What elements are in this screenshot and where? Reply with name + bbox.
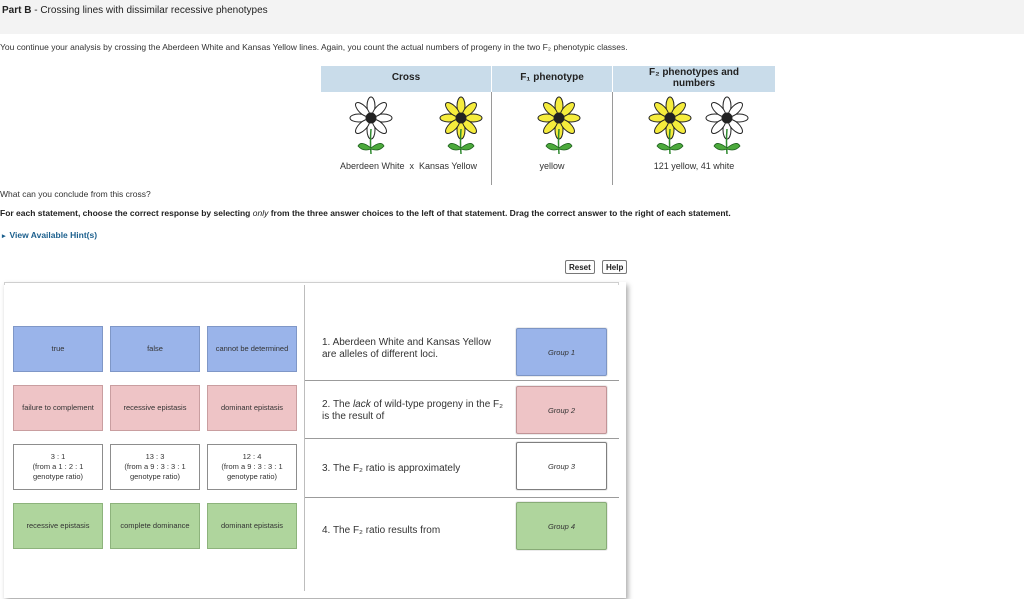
question-text: What can you conclude from this cross?	[0, 189, 151, 199]
cross-table: Cross F₁ phenotype F₂ phenotypes and num…	[321, 66, 775, 186]
f1-value: yellow	[539, 161, 565, 171]
header-f2-line1: F₂ phenotypes and	[648, 67, 739, 78]
choice-ratio-12-4[interactable]: 12 : 4 (from a 9 : 3 : 3 : 1 genotype ra…	[207, 444, 297, 490]
instructions-text: For each statement, choose the correct r…	[0, 208, 731, 218]
choice-true[interactable]: true	[13, 326, 103, 372]
instructions-emph: only	[252, 208, 269, 218]
header-cross: Cross	[321, 66, 491, 92]
yellow-daisy-icon	[537, 96, 581, 155]
chevron-right-icon: ▸	[2, 233, 6, 240]
part-title: - Crossing lines with dissimilar recessi…	[31, 5, 268, 16]
ratio-source: (from a 9 : 3 : 3 : 1	[124, 462, 186, 471]
ratio-source: (from a 1 : 2 : 1	[32, 462, 84, 471]
help-button[interactable]: Help	[602, 260, 628, 274]
choice-dominant-epistasis[interactable]: dominant epistasis	[207, 385, 297, 431]
ratio-note: genotype ratio)	[129, 472, 181, 481]
parent2-label: Kansas Yellow	[419, 161, 478, 171]
ratio-note: genotype ratio)	[32, 472, 84, 481]
yellow-daisy-icon	[439, 96, 483, 155]
ratio-note: genotype ratio)	[226, 472, 278, 481]
part-header: Part B - Crossing lines with dissimilar …	[0, 0, 1024, 34]
intro-text: You continue your analysis by crossing t…	[0, 42, 628, 52]
col-divider	[491, 92, 492, 185]
header-f1: F₁ phenotype	[492, 66, 612, 92]
white-daisy-icon	[705, 96, 749, 155]
view-hints-link[interactable]: ▸View Available Hint(s)	[2, 230, 97, 240]
statement-1: 1. Aberdeen White and Kansas Yellow are …	[322, 337, 492, 360]
part-prefix: Part B	[2, 5, 32, 16]
hint-label: View Available Hint(s)	[9, 230, 98, 240]
drop-target-group-4[interactable]: Group 4	[516, 502, 607, 550]
choice-recessive-epistasis[interactable]: recessive epistasis	[110, 385, 200, 431]
row-divider	[305, 380, 619, 381]
reset-button[interactable]: Reset	[565, 260, 595, 274]
choice-ratio-3-1[interactable]: 3 : 1 (from a 1 : 2 : 1 genotype ratio)	[13, 444, 103, 490]
choice-cannot-be-determined[interactable]: cannot be determined	[207, 326, 297, 372]
statement-3: 3. The F₂ ratio is approximately	[322, 463, 461, 474]
statement-2-a: 2. The	[322, 399, 353, 410]
row-divider	[305, 438, 619, 439]
yellow-daisy-icon	[648, 96, 692, 155]
white-daisy-icon	[349, 96, 393, 155]
instructions-part1: For each statement, choose the correct r…	[0, 208, 253, 218]
choice-false[interactable]: false	[110, 326, 200, 372]
statement-4: 4. The F₂ ratio results from	[322, 525, 441, 536]
choice-complete-dominance[interactable]: complete dominance	[110, 503, 200, 549]
choice-ratio-13-3[interactable]: 13 : 3 (from a 9 : 3 : 3 : 1 genotype ra…	[110, 444, 200, 490]
statement-2-c: of wild-type progeny in the F₂ is the re…	[322, 399, 504, 422]
col-divider	[612, 92, 613, 185]
cross-caption: Aberdeen White x Kansas Yellow	[321, 161, 496, 171]
choice-dominant-epistasis-2[interactable]: dominant epistasis	[207, 503, 297, 549]
ratio-value: 13 : 3	[145, 452, 165, 461]
drop-target-group-3[interactable]: Group 3	[516, 442, 607, 490]
statement-2-emph: lack	[352, 399, 371, 410]
f2-value: 121 yellow, 41 white	[653, 161, 735, 171]
drop-target-group-1[interactable]: Group 1	[516, 328, 607, 376]
row-divider	[305, 497, 619, 498]
statement-2: 2. The lack of wild-type progeny in the …	[322, 399, 507, 423]
choice-recessive-epistasis-2[interactable]: recessive epistasis	[13, 503, 103, 549]
ratio-value: 3 : 1	[50, 452, 66, 461]
parent1-label: Aberdeen White	[339, 161, 405, 171]
cross-times: x	[409, 161, 415, 171]
ratio-value: 12 : 4	[242, 452, 262, 461]
drop-target-group-2[interactable]: Group 2	[516, 386, 607, 434]
header-f2: F₂ phenotypes and numbers	[613, 66, 775, 92]
choice-failure-to-complement[interactable]: failure to complement	[13, 385, 103, 431]
ratio-source: (from a 9 : 3 : 3 : 1	[221, 462, 283, 471]
header-f2-line2: numbers	[672, 78, 716, 89]
instructions-part2: from the three answer choices to the lef…	[268, 208, 731, 218]
